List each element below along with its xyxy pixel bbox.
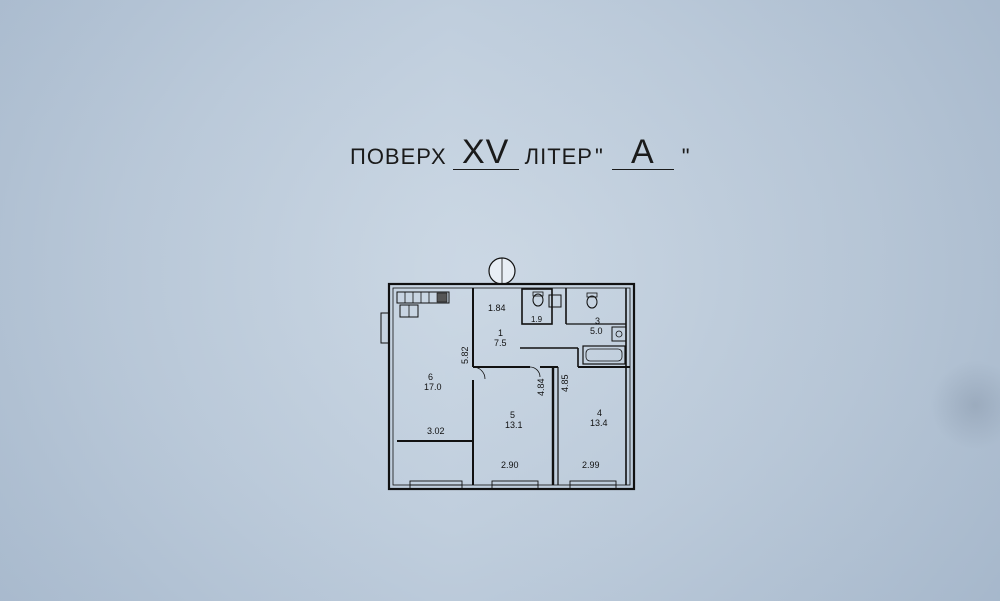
dim-2-90: 2.90 [501, 460, 519, 470]
quote-open: " [594, 144, 604, 169]
stove-icon [436, 292, 448, 303]
room-1-area: 7.5 [494, 338, 507, 348]
litera-word: ЛІТЕР [524, 144, 593, 169]
dim-3-02: 3.02 [427, 426, 445, 436]
room-4-number: 4 [597, 408, 602, 418]
wc-sink-icon [548, 294, 562, 308]
bath-sink-icon [611, 326, 627, 342]
dim-4-84: 4.84 [536, 378, 546, 396]
dim-1-84: 1.84 [488, 303, 506, 313]
room-1-number: 1 [498, 328, 503, 338]
room-4-area: 13.4 [590, 418, 608, 428]
room-3-area: 5.0 [590, 326, 603, 336]
plan-heading: ПОВЕРХ XV ЛІТЕР " А " [350, 130, 693, 170]
room-6-number: 6 [428, 372, 433, 382]
room-5-number: 5 [510, 410, 515, 420]
quote-close: " [681, 144, 691, 169]
litera-value: А [611, 135, 674, 170]
room-6-area: 17.0 [424, 382, 442, 392]
floor-word: ПОВЕРХ [350, 144, 447, 169]
kitchen-counter [396, 291, 450, 304]
room-2-area: 1.9 [531, 315, 543, 324]
toilet-icon [532, 293, 544, 307]
left-wall-notch [380, 312, 390, 344]
room-3-number: 3 [595, 316, 600, 326]
dim-5-82: 5.82 [460, 346, 470, 364]
paper-smudge [930, 360, 1000, 450]
bath-toilet-icon [586, 295, 598, 309]
bottom-windows [409, 480, 617, 490]
room-5-area: 13.1 [505, 420, 523, 430]
floor-number: XV [452, 135, 519, 170]
dim-2-99: 2.99 [582, 460, 600, 470]
dim-4-85: 4.85 [560, 374, 570, 392]
bathtub-icon [582, 345, 626, 365]
